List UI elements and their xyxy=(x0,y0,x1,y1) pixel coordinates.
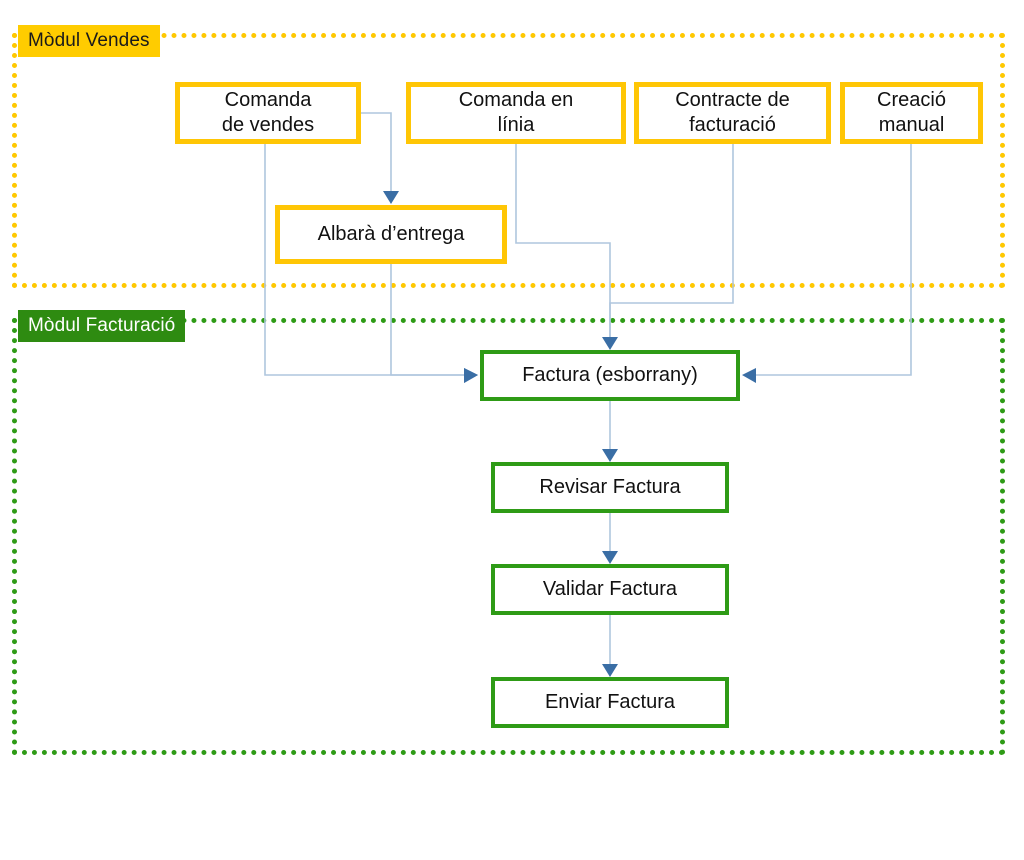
node-comanda-de-vendes[interactable]: Comanda de vendes xyxy=(175,82,361,144)
node-creacio-manual[interactable]: Creació manual xyxy=(840,82,983,144)
node-contracte-de-facturacio[interactable]: Contracte de facturació xyxy=(634,82,831,144)
node-albara-entrega[interactable]: Albarà d’entrega xyxy=(275,205,507,264)
module-container-sales xyxy=(12,33,1005,288)
node-factura-esborrany[interactable]: Factura (esborrany) xyxy=(480,350,740,401)
module-label-sales: Mòdul Vendes xyxy=(18,25,160,57)
node-comanda-en-linia[interactable]: Comanda en línia xyxy=(406,82,626,144)
node-revisar-factura[interactable]: Revisar Factura xyxy=(491,462,729,513)
module-label-invoicing: Mòdul Facturació xyxy=(18,310,186,342)
node-validar-factura[interactable]: Validar Factura xyxy=(491,564,729,615)
node-enviar-factura[interactable]: Enviar Factura xyxy=(491,677,729,728)
module-container-invoicing xyxy=(12,318,1005,755)
